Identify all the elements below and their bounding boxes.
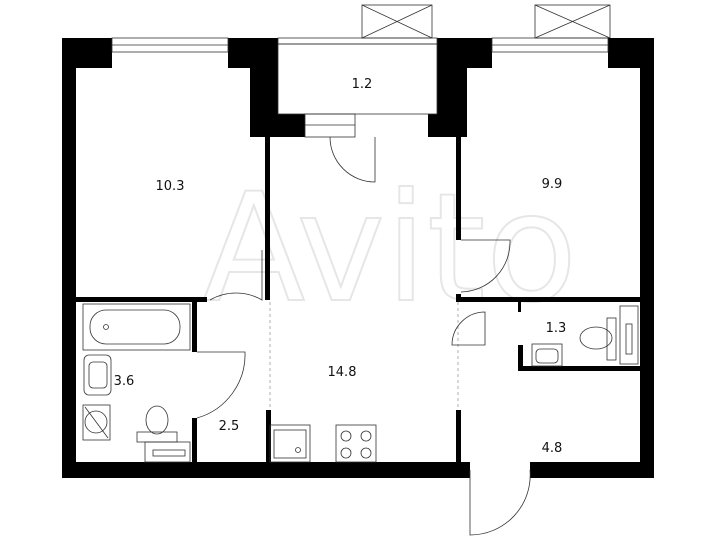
room-area-bedroom-left: 10.3 bbox=[156, 179, 185, 194]
room-area-wc: 1.3 bbox=[546, 321, 567, 336]
door-bathroom[interactable] bbox=[196, 351, 246, 419]
watermark: Avito bbox=[203, 162, 578, 336]
vent-left bbox=[361, 4, 433, 39]
wc-toilet bbox=[579, 305, 639, 365]
room-area-kitchen-living: 14.8 bbox=[328, 365, 357, 380]
window-right-bedroom[interactable] bbox=[491, 37, 609, 53]
room-area-bedroom-right: 9.9 bbox=[542, 177, 563, 192]
stove bbox=[335, 424, 377, 463]
wc-sink bbox=[531, 343, 563, 367]
room-area-corridor: 2.5 bbox=[219, 419, 240, 434]
washing-machine bbox=[82, 404, 111, 441]
bathtub bbox=[82, 303, 191, 351]
door-balcony[interactable] bbox=[329, 136, 376, 183]
door-wc[interactable] bbox=[451, 311, 486, 346]
room-area-hallway: 4.8 bbox=[542, 441, 563, 456]
door-right-bedroom[interactable] bbox=[460, 239, 511, 293]
vent-right bbox=[534, 4, 611, 39]
toilet bbox=[136, 405, 191, 463]
walls bbox=[62, 38, 654, 478]
room-area-bathroom: 3.6 bbox=[114, 374, 135, 389]
room-area-balcony: 1.2 bbox=[352, 77, 373, 92]
entrance-door[interactable] bbox=[469, 469, 531, 536]
bath-sink bbox=[83, 354, 112, 396]
window-balcony-inner[interactable] bbox=[304, 113, 356, 138]
balcony-outline bbox=[277, 43, 438, 115]
window-left-bedroom[interactable] bbox=[111, 37, 229, 53]
window-balcony[interactable] bbox=[277, 37, 438, 45]
door-left-bedroom[interactable] bbox=[209, 250, 263, 301]
kitchen-sink bbox=[269, 424, 311, 463]
